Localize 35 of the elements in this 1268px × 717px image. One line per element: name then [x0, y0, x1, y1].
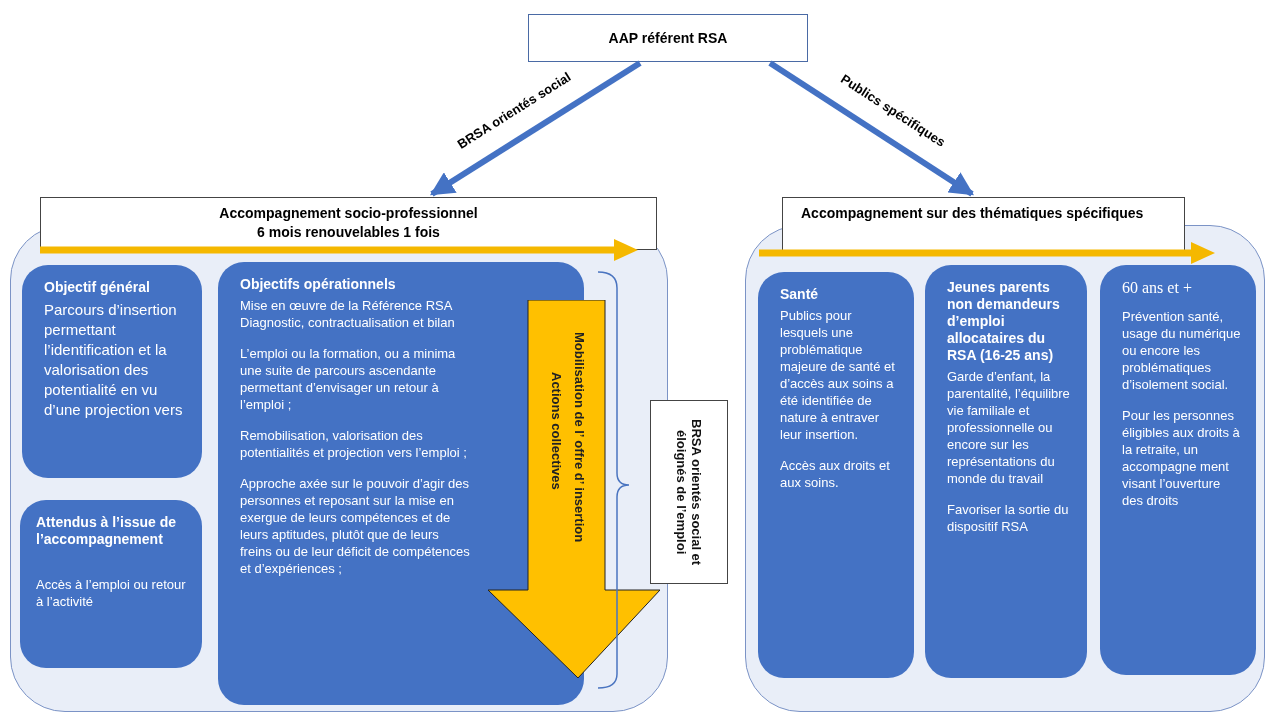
- card-text: Publics pour lesquels une problématique majeure de santé et d’accès aux soins a été identifiée de nature à entraver leur insertion.: [780, 307, 896, 443]
- arrow: [429, 60, 642, 197]
- card-text: Favoriser la sortie du dispositif RSA: [947, 501, 1070, 535]
- card-text: Accès aux droits et aux soins.: [780, 457, 891, 491]
- info-card: [20, 500, 202, 668]
- card-heading: Objectifs opérationnels: [240, 276, 397, 293]
- arrow-text: Actions collectives: [549, 372, 564, 492]
- card-heading: Attendus à l’issue de l’accompagnement: [36, 514, 178, 548]
- info-card: [22, 265, 202, 478]
- card-text: Parcours d’insertion permettant l’identification et la valorisation des potentialité en vu d’une projection vers: [44, 300, 184, 420]
- title-box: [528, 14, 808, 62]
- card-text: Garde d’enfant, la parentalité, l’équilibre vie familiale et professionnelle ou encore sur les représentations du monde du travail: [947, 368, 1071, 487]
- arrow: [768, 60, 974, 197]
- card-text: Approche axée sur le pouvoir d’agir des personnes et reposant sur la mise en exergue de leurs compétences et de leurs aptitudes, plutôt que de leurs freins ou de leur déficit de compétences et d’expériences ;: [240, 475, 471, 577]
- heading-text: Accompagnement socio-professionnel: [218, 204, 479, 223]
- label-box: [650, 400, 728, 584]
- card-text: Pour les personnes éligibles aux droits à la retraite, un accompagne ment visant l’ouverture des droits: [1122, 407, 1241, 509]
- info-card: [925, 265, 1087, 678]
- card-text: Mise en œuvre de la Référence RSA Diagnostic, contractualisation et bilan: [240, 297, 456, 331]
- label-text: BRSA orientés social et éloignés de l’emploi: [674, 417, 704, 567]
- arrow-text: Mobilisation de l’ offre d’ insertion: [572, 332, 587, 545]
- card-heading: Objectif général: [44, 279, 151, 296]
- box-title: AAP référent RSA: [608, 30, 728, 46]
- card-text: Accès à l’emploi ou retour à l’activité: [36, 576, 187, 610]
- down-arrow: [488, 300, 660, 678]
- card-text: Prévention santé, usage du numérique ou encore les problématiques d’isolement social.: [1122, 308, 1242, 393]
- info-card: [758, 272, 914, 678]
- card-heading: 60 ans et +: [1122, 279, 1193, 296]
- info-card: [1100, 265, 1256, 675]
- heading-text: Accompagnement sur des thématiques spécifiques: [801, 204, 1145, 223]
- card-text: Remobilisation, valorisation des potentialités et projection vers l’emploi ;: [240, 427, 468, 461]
- heading-text: 6 mois renouvelables 1 fois: [256, 223, 441, 242]
- card-heading: Jeunes parents non demandeurs d’emploi allocataires du RSA (16-25 ans): [947, 279, 1061, 364]
- card-text: L’emploi ou la formation, ou a minima une suite de parcours ascendante permettant d’envisager un retour à l’emploi ;: [240, 345, 457, 413]
- card-heading: Santé: [780, 286, 820, 303]
